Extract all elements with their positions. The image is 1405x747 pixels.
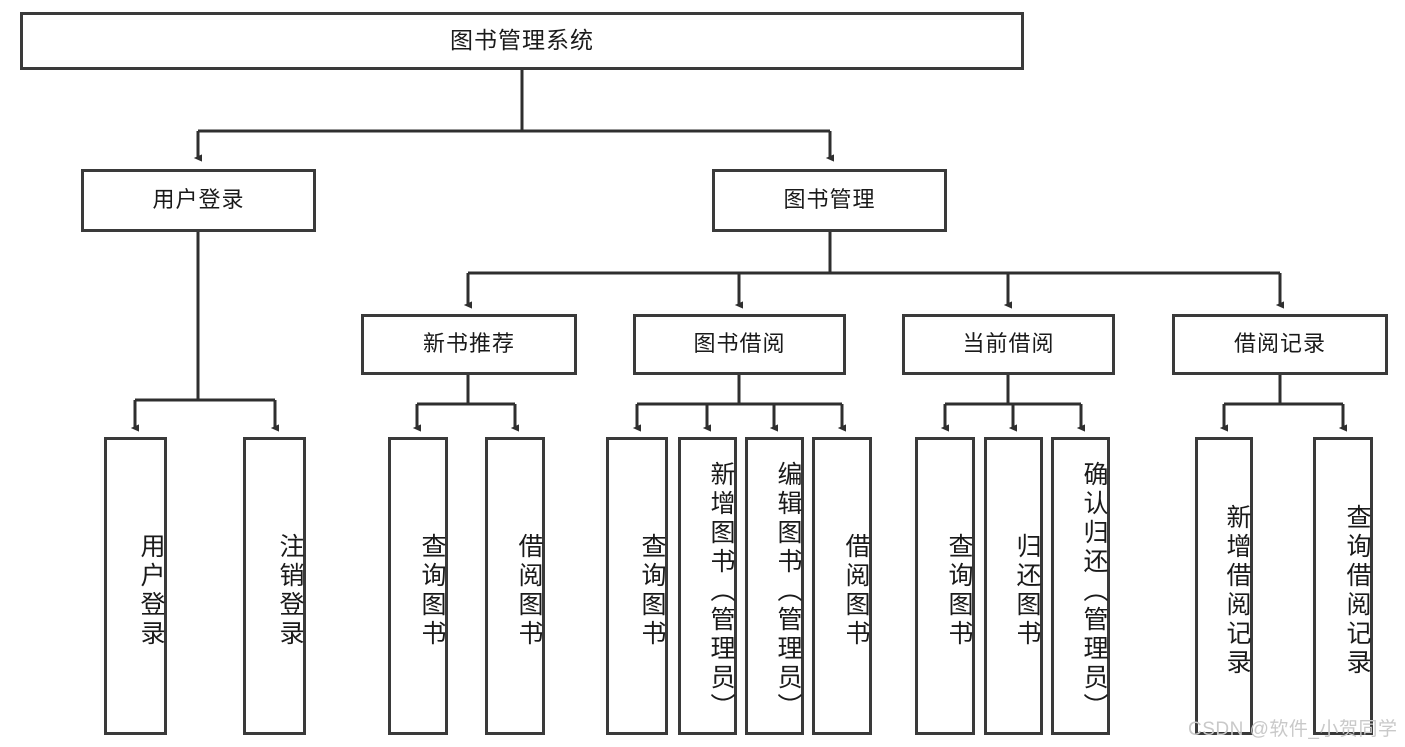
- leaf-user-login-login[interactable]: 用户登录: [104, 437, 167, 735]
- leaf-borrow-query-book[interactable]: 查询图书: [606, 437, 668, 735]
- leaf-current-return-book[interactable]: 归还图书: [984, 437, 1043, 735]
- node-book-borrow[interactable]: 图书借阅: [633, 314, 846, 375]
- leaf-borrow-borrow-book[interactable]: 借阅图书: [812, 437, 872, 735]
- node-user-login[interactable]: 用户登录: [81, 169, 316, 232]
- leaf-record-query-record[interactable]: 查询借阅记录: [1313, 437, 1373, 735]
- node-new-book-recommend[interactable]: 新书推荐: [361, 314, 577, 375]
- leaf-current-query-book[interactable]: 查询图书: [915, 437, 975, 735]
- leaf-record-add-record[interactable]: 新增借阅记录: [1195, 437, 1253, 735]
- leaf-borrow-add-book-admin[interactable]: 新增图书（管理员）: [678, 437, 737, 735]
- leaf-borrow-edit-book-admin[interactable]: 编辑图书（管理员）: [745, 437, 804, 735]
- leaf-user-login-logout[interactable]: 注销登录: [243, 437, 306, 735]
- leaf-recommend-borrow-book[interactable]: 借阅图书: [485, 437, 545, 735]
- node-current-borrow[interactable]: 当前借阅: [902, 314, 1115, 375]
- leaf-current-confirm-return-admin[interactable]: 确认归还（管理员）: [1051, 437, 1110, 735]
- csdn-watermark: CSDN @软件_小贺同学: [1188, 719, 1398, 740]
- node-book-management[interactable]: 图书管理: [712, 169, 947, 232]
- leaf-recommend-query-book[interactable]: 查询图书: [388, 437, 448, 735]
- node-borrow-record[interactable]: 借阅记录: [1172, 314, 1388, 375]
- node-root-system[interactable]: 图书管理系统: [20, 12, 1024, 70]
